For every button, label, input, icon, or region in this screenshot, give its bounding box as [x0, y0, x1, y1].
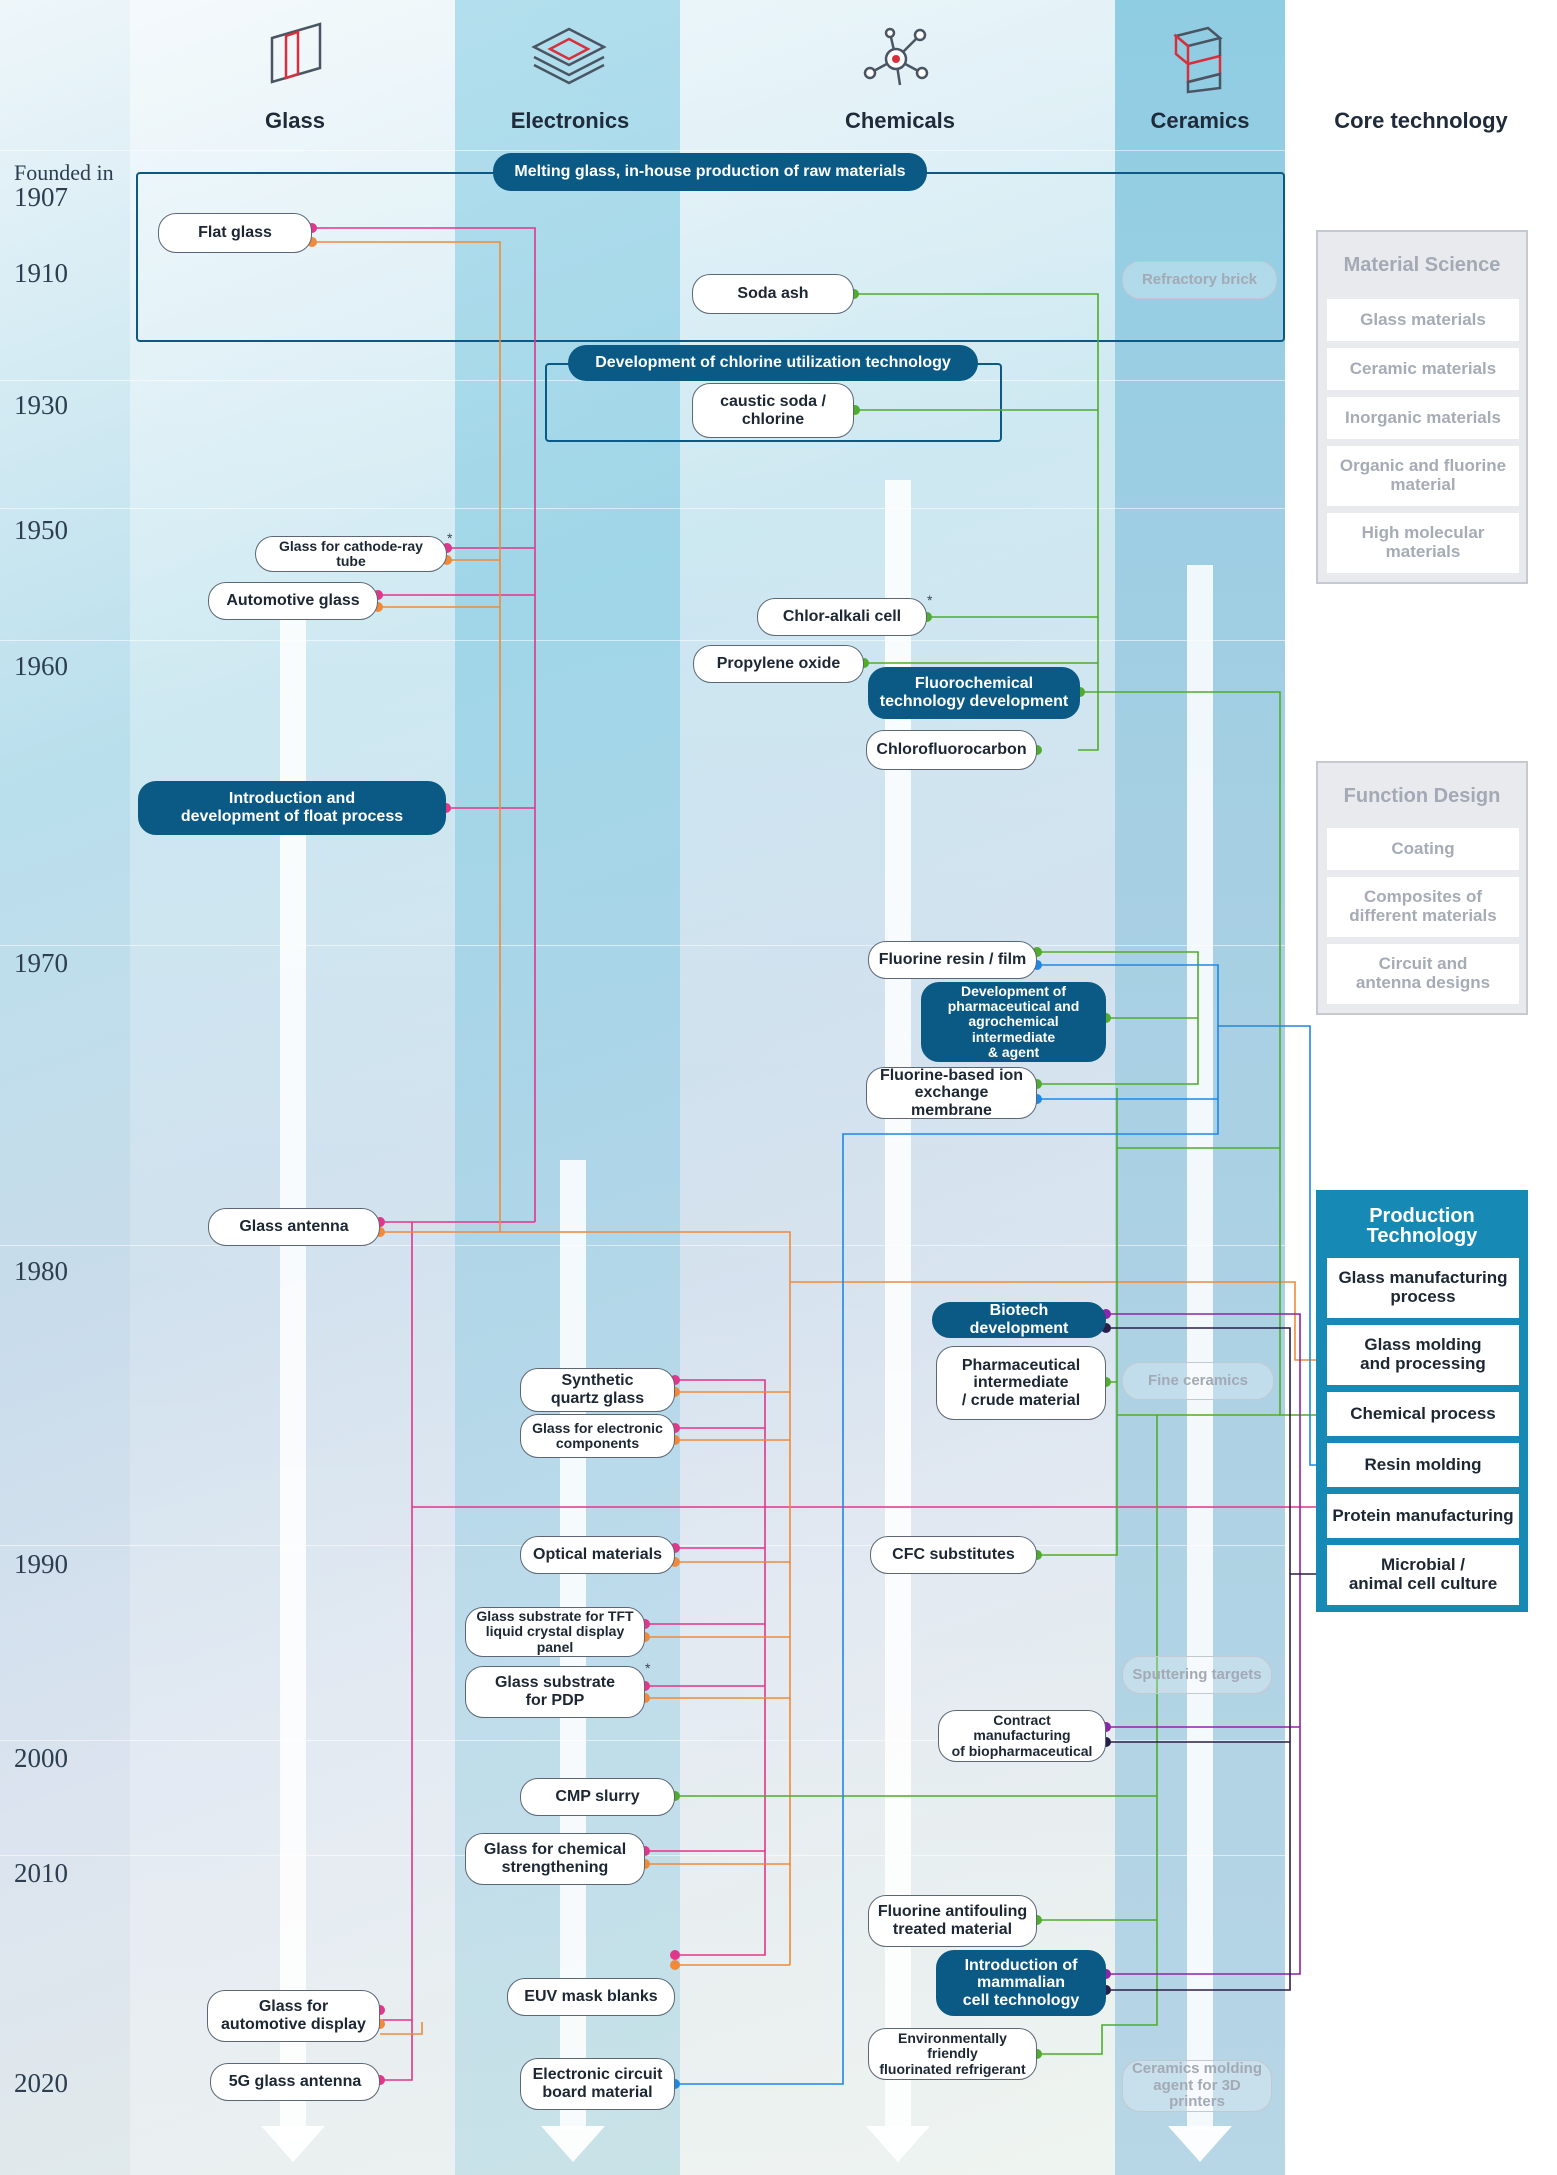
node-crt-glass[interactable]: Glass for cathode-ray tube — [255, 536, 447, 572]
year-label: 2010 — [14, 1858, 68, 1888]
panel-item-glass-molding: Glass molding and processing — [1327, 1325, 1519, 1385]
node-pharma-intermediate[interactable]: Pharmaceutical intermediate / crude mate… — [936, 1346, 1106, 1420]
panel-item: Glass materials — [1327, 299, 1519, 341]
node-automotive-glass[interactable]: Automotive glass — [208, 582, 378, 620]
footnote-star: * — [927, 592, 933, 608]
node-flat-glass[interactable]: Flat glass — [158, 213, 312, 253]
column-title-ceramics: Ceramics — [1150, 108, 1250, 133]
year-line — [0, 150, 1285, 151]
year-line — [0, 508, 1285, 509]
node-cmp-slurry[interactable]: CMP slurry — [520, 1778, 675, 1816]
node-ceramics-3d-printer-agent[interactable]: Ceramics molding agent for 3D printers — [1122, 2060, 1272, 2112]
timeline-arrow-head — [541, 2126, 605, 2162]
year-line — [0, 640, 1285, 641]
panel-item: High molecular materials — [1327, 513, 1519, 573]
year-label: 1960 — [14, 651, 68, 681]
node-glass-electronic-components[interactable]: Glass for electronic components — [520, 1414, 675, 1458]
timeline-arrow-shaft — [280, 620, 306, 2140]
production-technology-panel: Production Technology Glass manufacturin… — [1316, 1190, 1528, 1612]
node-glass-antenna[interactable]: Glass antenna — [208, 1208, 380, 1246]
node-soda-ash[interactable]: Soda ash — [692, 274, 854, 314]
year-label: 2020 — [14, 2068, 68, 2098]
node-tft-glass-substrate[interactable]: Glass substrate for TFT liquid crystal d… — [465, 1607, 645, 1657]
node-synthetic-quartz-glass[interactable]: Synthetic quartz glass — [520, 1368, 675, 1412]
year-label: 1910 — [14, 258, 68, 288]
node-pdp-glass-substrate[interactable]: Glass substrate for PDP — [465, 1666, 645, 1718]
node-optical-materials[interactable]: Optical materials — [520, 1536, 675, 1574]
panel-item-glass-manufacturing: Glass manufacturing process — [1327, 1258, 1519, 1318]
timeline-arrow-head — [1168, 2126, 1232, 2162]
node-euv-mask-blanks[interactable]: EUV mask blanks — [507, 1978, 675, 2016]
year-label: 1990 — [14, 1549, 68, 1579]
node-chlor-alkali-cell[interactable]: Chlor-alkali cell — [757, 598, 927, 636]
node-cfc-substitutes[interactable]: CFC substitutes — [870, 1536, 1037, 1574]
node-fluorine-resin-film[interactable]: Fluorine resin / film — [868, 941, 1037, 979]
panel-item-resin-molding: Resin molding — [1327, 1443, 1519, 1487]
node-fluorine-antifouling[interactable]: Fluorine antifouling treated material — [868, 1895, 1037, 1947]
panel-item-chemical-process: Chemical process — [1327, 1392, 1519, 1436]
panel-title: Production Technology — [1366, 1205, 1478, 1247]
column-title-chemicals: Chemicals — [844, 108, 956, 133]
molecule-icon — [863, 27, 929, 86]
node-eco-fluorinated-refrigerant[interactable]: Environmentally friendly fluorinated ref… — [868, 2028, 1037, 2080]
panel-item: Composites of different materials — [1327, 877, 1519, 937]
node-pharma-agrochemical[interactable]: Development of pharmaceutical and agroch… — [921, 982, 1106, 1062]
panel-item-cell-culture: Microbial / animal cell culture — [1327, 1545, 1519, 1605]
founded-label: Founded in — [14, 160, 114, 185]
year-line — [0, 945, 1285, 946]
year-line — [0, 1245, 1285, 1246]
ceramic-block-icon — [1173, 26, 1223, 94]
node-mammalian-cell-technology[interactable]: Introduction of mammalian cell technolog… — [936, 1950, 1106, 2016]
year-label: 2000 — [14, 1743, 68, 1773]
node-electronic-circuit-board[interactable]: Electronic circuit board material — [520, 2058, 675, 2110]
material-science-panel: Material Science Glass materials Ceramic… — [1316, 230, 1528, 584]
node-chlorofluorocarbon[interactable]: Chlorofluorocarbon — [866, 730, 1037, 770]
node-float-process[interactable]: Introduction and development of float pr… — [138, 781, 446, 835]
function-design-panel: Function Design Coating Composites of di… — [1316, 761, 1528, 1015]
node-fluorochemical-development[interactable]: Fluorochemical technology development — [868, 667, 1080, 719]
node-propylene-oxide[interactable]: Propylene oxide — [693, 645, 864, 683]
node-5g-glass-antenna[interactable]: 5G glass antenna — [210, 2063, 380, 2101]
year-label: 1980 — [14, 1256, 68, 1286]
panel-title: Function Design — [1343, 785, 1501, 807]
year-label: 1930 — [14, 390, 68, 420]
column-title-electronics: Electronics — [510, 108, 630, 133]
panel-item: Circuit and antenna designs — [1327, 944, 1519, 1004]
panel-item: Organic and fluorine material — [1327, 446, 1519, 506]
node-refractory-brick[interactable]: Refractory brick — [1122, 261, 1277, 299]
year-label: 1907 — [14, 182, 68, 212]
node-automotive-display-glass[interactable]: Glass for automotive display — [207, 1990, 380, 2042]
panel-item: Coating — [1327, 828, 1519, 870]
node-fine-ceramics[interactable]: Fine ceramics — [1122, 1362, 1274, 1400]
node-sputtering-targets[interactable]: Sputtering targets — [1122, 1656, 1272, 1694]
node-biotech-development[interactable]: Biotech development — [932, 1302, 1106, 1338]
timeline-arrow-shaft — [1187, 565, 1213, 2130]
chlorine-header: Development of chlorine utilization tech… — [568, 345, 978, 381]
node-chemical-strengthening-glass[interactable]: Glass for chemical strengthening — [465, 1833, 645, 1885]
panel-item-protein-manufacturing: Protein manufacturing — [1327, 1494, 1519, 1538]
chip-icon — [531, 27, 607, 85]
timeline-arrow-head — [866, 2126, 930, 2162]
footnote-star: * — [645, 1660, 651, 1676]
glass-pane-icon — [270, 22, 322, 84]
footnote-star: * — [447, 530, 453, 546]
node-caustic-soda-chlorine[interactable]: caustic soda / chlorine — [692, 383, 854, 438]
node-ion-exchange-membrane[interactable]: Fluorine-based ion exchange membrane — [866, 1067, 1037, 1119]
year-label: 1970 — [14, 948, 68, 978]
column-title-glass: Glass — [265, 108, 325, 133]
panel-item: Inorganic materials — [1327, 397, 1519, 439]
node-contract-biopharmaceutical[interactable]: Contract manufacturing of biopharmaceuti… — [938, 1710, 1106, 1762]
timeline-arrow-head — [261, 2126, 325, 2162]
melting-glass-header: Melting glass, in-house production of ra… — [493, 153, 927, 191]
column-title-core-technology: Core technology — [1334, 108, 1508, 133]
panel-title: Material Science — [1343, 254, 1501, 276]
year-line — [0, 1740, 1285, 1741]
year-label: 1950 — [14, 515, 68, 545]
panel-item: Ceramic materials — [1327, 348, 1519, 390]
